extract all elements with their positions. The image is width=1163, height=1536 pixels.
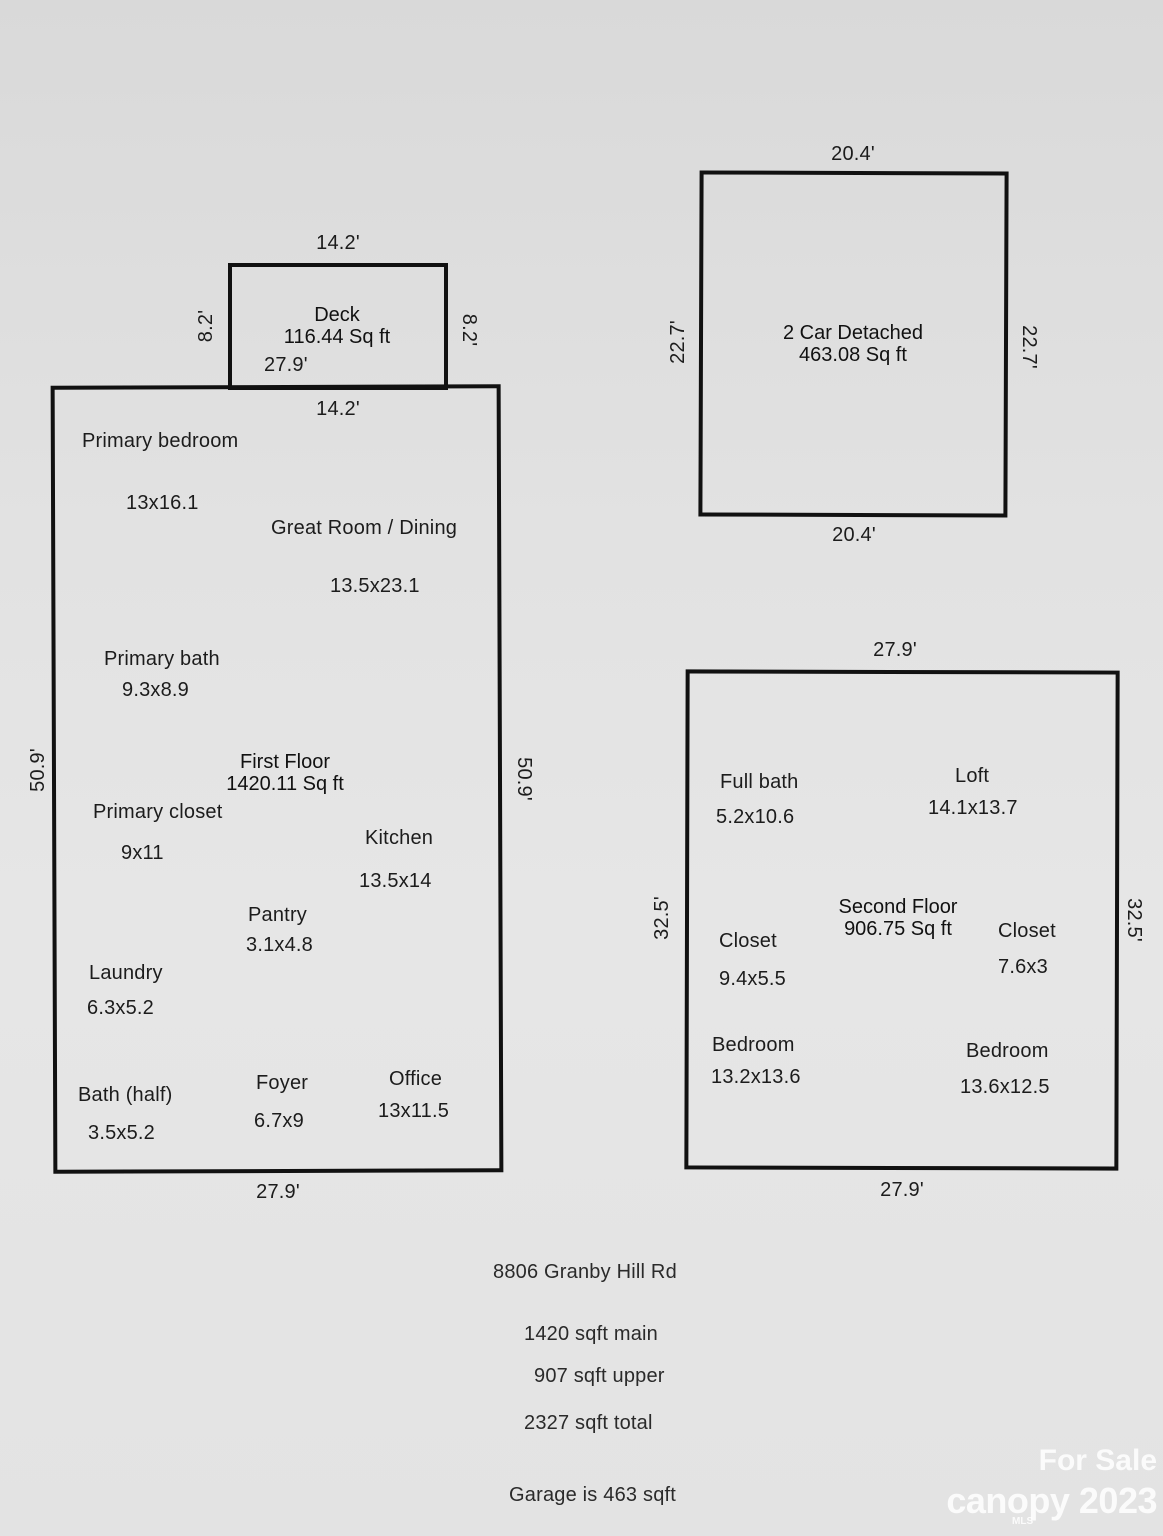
- garage-bottom-dimension: 20.4': [832, 524, 876, 546]
- room-laundry-name: Laundry: [89, 962, 163, 984]
- second-floor-label: Second Floor 906.75 Sq ft: [839, 896, 958, 940]
- watermark-canopy-logo: canopy 2023: [946, 1480, 1157, 1521]
- second-floor-right-dimension: 32.5': [1123, 898, 1145, 942]
- garage-right-dimension: 22.7': [1018, 325, 1040, 369]
- first-floor-label: First Floor 1420.11 Sq ft: [226, 751, 344, 795]
- first-floor-top-dimension: 14.2': [316, 398, 360, 420]
- watermark-mls: MLS: [1012, 1516, 1034, 1527]
- deck-label: Deck 116.44 Sq ft: [284, 304, 390, 348]
- room-full-bath-dim: 5.2x10.6: [716, 806, 795, 828]
- deck-area: 116.44 Sq ft: [283, 326, 391, 348]
- room-primary-bath-name: Primary bath: [104, 648, 220, 670]
- first-floor-right-dimension: 50.9': [513, 757, 535, 801]
- room-bedroom-a-name: Bedroom: [712, 1034, 795, 1056]
- room-primary-closet-dim: 9x11: [121, 842, 164, 864]
- garage-name: 2 Car Detached: [782, 322, 924, 344]
- room-bedroom-b-name: Bedroom: [966, 1040, 1049, 1062]
- first-floor-bottom-dimension: 27.9': [256, 1181, 300, 1203]
- room-great-room-dim: 13.5x23.1: [330, 575, 420, 597]
- room-closet-a-dim: 9.4x5.5: [719, 968, 787, 990]
- room-closet-b-dim: 7.6x3: [998, 956, 1048, 978]
- deck-inner-dimension: 27.9': [264, 354, 308, 376]
- room-half-bath-dim: 3.5x5.2: [88, 1122, 156, 1144]
- room-pantry-name: Pantry: [248, 904, 308, 926]
- room-half-bath-name: Bath (half): [78, 1084, 173, 1106]
- room-kitchen-dim: 13.5x14: [359, 870, 432, 892]
- garage-sqft-text: Garage is 463 sqft: [509, 1484, 677, 1506]
- room-great-room-name: Great Room / Dining: [271, 517, 458, 539]
- room-office-dim: 13x11.5: [378, 1100, 450, 1122]
- room-kitchen-name: Kitchen: [365, 827, 434, 849]
- deck-right-dimension: 8.2': [458, 313, 480, 347]
- room-foyer-name: Foyer: [256, 1072, 309, 1094]
- deck-outline: [228, 263, 448, 390]
- second-floor-area: 906.75 Sq ft: [844, 918, 952, 940]
- room-primary-bedroom-dim: 13x16.1: [126, 492, 199, 514]
- room-laundry-dim: 6.3x5.2: [87, 997, 155, 1019]
- upper-sqft-text: 907 sqft upper: [534, 1365, 665, 1387]
- room-primary-closet-name: Primary closet: [93, 801, 223, 823]
- second-floor-left-dimension: 32.5': [651, 896, 673, 940]
- first-floor-area: 1420.11 Sq ft: [226, 773, 344, 795]
- deck-top-dimension: 14.2': [316, 232, 360, 254]
- deck-left-dimension: 8.2': [195, 309, 217, 343]
- garage-area: 463.08 Sq ft: [799, 344, 907, 366]
- address-text: 8806 Granby Hill Rd: [493, 1261, 677, 1283]
- room-foyer-dim: 6.7x9: [254, 1110, 304, 1132]
- second-floor-name: Second Floor: [838, 896, 958, 918]
- room-primary-bedroom-name: Primary bedroom: [82, 430, 239, 452]
- garage-label: 2 Car Detached 463.08 Sq ft: [783, 322, 923, 366]
- room-office-name: Office: [389, 1068, 443, 1090]
- room-closet-b-name: Closet: [998, 920, 1056, 942]
- second-floor-top-dimension: 27.9': [873, 639, 917, 661]
- first-floor-name: First Floor: [240, 751, 330, 773]
- main-sqft-text: 1420 sqft main: [524, 1323, 658, 1345]
- room-closet-a-name: Closet: [719, 930, 777, 952]
- garage-top-dimension: 20.4': [831, 143, 875, 165]
- room-full-bath-name: Full bath: [720, 771, 799, 793]
- second-floor-bottom-dimension: 27.9': [880, 1179, 924, 1201]
- first-floor-left-dimension: 50.9': [27, 748, 49, 792]
- total-sqft-text: 2327 sqft total: [524, 1412, 653, 1434]
- room-primary-bath-dim: 9.3x8.9: [122, 679, 190, 701]
- room-pantry-dim: 3.1x4.8: [246, 934, 314, 956]
- room-bedroom-a-dim: 13.2x13.6: [711, 1066, 801, 1088]
- deck-name: Deck: [314, 304, 360, 326]
- garage-left-dimension: 22.7': [667, 320, 689, 364]
- watermark-for-sale: For Sale: [1038, 1444, 1157, 1477]
- room-loft-dim: 14.1x13.7: [928, 797, 1018, 819]
- room-loft-name: Loft: [955, 765, 990, 787]
- room-bedroom-b-dim: 13.6x12.5: [960, 1076, 1050, 1098]
